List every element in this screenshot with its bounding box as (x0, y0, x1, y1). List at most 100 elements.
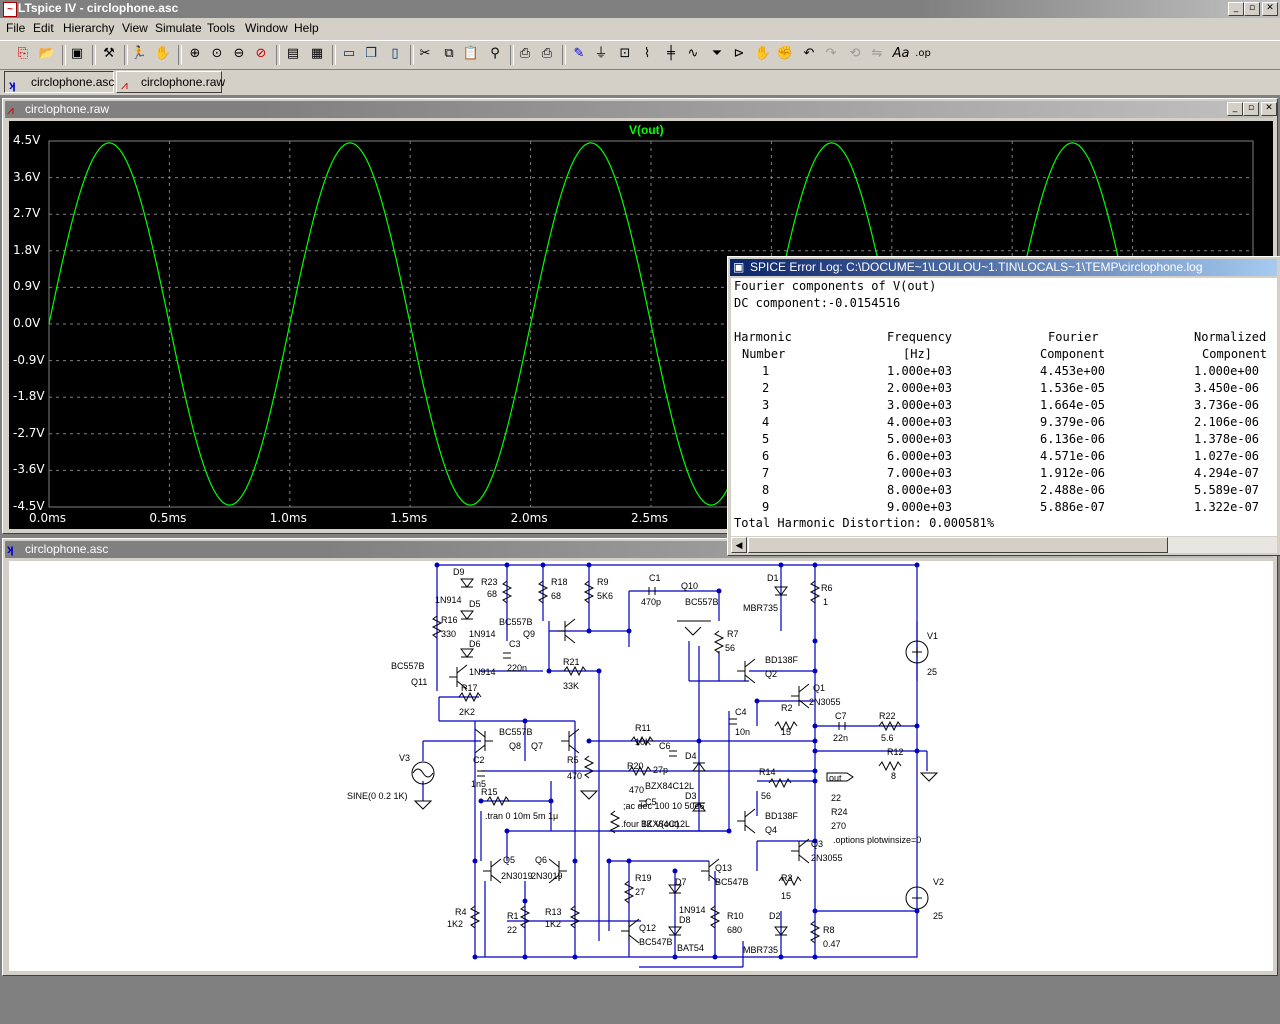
schematic-label[interactable]: Q7 (531, 741, 543, 751)
schematic-label[interactable]: D7 (675, 877, 687, 887)
schematic-label[interactable]: 27 (635, 887, 645, 897)
menu-view[interactable]: View (122, 21, 148, 35)
schematic-label[interactable]: R13 (545, 907, 562, 917)
schematic-label[interactable]: BC557B (499, 617, 533, 627)
schematic-label[interactable]: .options plotwinsize=0 (833, 835, 921, 845)
undo-icon[interactable]: ↶ (803, 46, 815, 61)
schematic-label[interactable]: 1N914 (469, 667, 496, 677)
scroll-left-button[interactable]: ◀ (731, 537, 747, 553)
cascade-icon[interactable]: ❐ (365, 46, 377, 61)
menu-file[interactable]: File (6, 21, 26, 35)
schematic-label[interactable]: BZX84C12L (645, 781, 694, 791)
schematic-label[interactable]: 22 (831, 793, 841, 803)
schematic-label[interactable]: 22 (507, 925, 517, 935)
drag-icon[interactable]: ✊ (776, 46, 794, 61)
schematic-label[interactable]: R15 (481, 787, 498, 797)
schematic-label[interactable]: 1 (823, 597, 828, 607)
schematic-label[interactable]: Q2 (765, 669, 777, 679)
schematic-label[interactable]: 22n (833, 733, 848, 743)
schematic-label[interactable]: out (829, 773, 842, 783)
schematic-label[interactable]: 27p (653, 765, 668, 775)
schematic-label[interactable]: 68 (551, 591, 561, 601)
schematic-label[interactable]: Q8 (509, 741, 521, 751)
copy-icon[interactable]: ⧉ (444, 46, 454, 61)
schematic-label[interactable]: .tran 0 10m 5m 1μ (485, 811, 558, 821)
schematic-label[interactable]: MBR735 (743, 603, 778, 613)
schematic-label[interactable]: 470 (629, 785, 644, 795)
schematic-label[interactable]: 1K2 (447, 919, 463, 929)
trace-label[interactable]: V(out) (629, 123, 664, 137)
run-icon[interactable]: 🏃 (130, 46, 148, 61)
schematic-label[interactable]: Q11 (411, 677, 427, 687)
close-button[interactable]: ✕ (1262, 2, 1278, 16)
schematic-label[interactable]: R5 (567, 755, 579, 765)
schematic-label[interactable]: C7 (835, 711, 847, 721)
schematic-label[interactable]: D4 (685, 751, 697, 761)
schematic-label[interactable]: BZX84C12L (641, 819, 690, 829)
schematic-label[interactable]: C1 (649, 573, 661, 583)
menu-help[interactable]: Help (294, 21, 319, 35)
spice-directive-icon[interactable]: .op (915, 48, 931, 59)
label-net-icon[interactable]: ⊡ (619, 46, 631, 61)
menu-hierarchy[interactable]: Hierarchy (63, 21, 115, 35)
grid-icon[interactable]: ▦ (310, 46, 324, 61)
schematic-label[interactable]: R16 (441, 615, 458, 625)
schematic-label[interactable]: V1 (927, 631, 938, 641)
draw-wire-icon[interactable]: ✎ (573, 46, 585, 61)
cancel-zoom-icon[interactable]: ⊘ (255, 46, 267, 61)
save-icon[interactable]: ▣ (70, 46, 84, 61)
schematic-label[interactable]: D6 (469, 639, 481, 649)
circuit-diagram[interactable]: D9R23R18R9C1Q10BC557BD1R61N914D568685K64… (9, 561, 1273, 971)
schematic-label[interactable]: BD138F (765, 655, 799, 665)
schematic-label[interactable]: C2 (473, 755, 485, 765)
redo-icon[interactable]: ↷ (825, 46, 837, 61)
menu-window[interactable]: Window (245, 21, 288, 35)
schematic-label[interactable]: 10n (735, 727, 750, 737)
schematic-label[interactable]: C6 (659, 741, 671, 751)
schematic-label[interactable]: R21 (563, 657, 580, 667)
scroll-thumb[interactable] (748, 537, 1168, 553)
schematic-label[interactable]: BD138F (765, 811, 799, 821)
minimize-button[interactable]: _ (1228, 2, 1244, 16)
schematic-label[interactable]: V2 (933, 877, 944, 887)
schematic-label[interactable]: SINE(0 0.2 1K) (347, 791, 408, 801)
schematic-label[interactable]: R18 (551, 577, 568, 587)
schematic-label[interactable]: 1n5 (471, 779, 486, 789)
schematic-label[interactable]: BAT54 (677, 943, 704, 953)
diode-icon[interactable]: ⏷ (711, 46, 723, 61)
schematic-label[interactable]: BC547B (639, 937, 673, 947)
schematic-label[interactable]: 10K (635, 737, 651, 747)
schematic-label[interactable]: Q10 (681, 581, 698, 591)
menu-simulate[interactable]: Simulate (155, 21, 202, 35)
schematic-label[interactable]: R23 (481, 577, 498, 587)
schematic-label[interactable]: R8 (823, 925, 835, 935)
text-icon[interactable]: Aa (892, 46, 910, 61)
ground-icon[interactable]: ⏚ (594, 46, 608, 61)
schematic-label[interactable]: 220n (507, 663, 527, 673)
schematic-label[interactable]: R1 (507, 911, 519, 921)
schematic-label[interactable]: 2N3055 (809, 697, 841, 707)
schematic-label[interactable]: BC557B (685, 597, 719, 607)
schematic-label[interactable]: R20 (627, 761, 644, 771)
schematic-label[interactable]: 470 (567, 771, 582, 781)
waveform-close-button[interactable]: ✕ (1261, 102, 1277, 116)
schematic-label[interactable]: C5 (645, 797, 657, 807)
schematic-label[interactable]: BC547B (715, 877, 749, 887)
tile-vertical-icon[interactable]: ▯ (391, 46, 399, 61)
waveform-maximize-button[interactable]: ▫ (1243, 102, 1259, 116)
schematic-label[interactable]: V3 (399, 753, 410, 763)
schematic-label[interactable]: Q13 (715, 863, 732, 873)
schematic-label[interactable]: 2N3055 (811, 853, 843, 863)
tab-circlophone-asc[interactable]: ʞ circlophone.asc (4, 71, 114, 93)
schematic-label[interactable]: 1K2 (545, 919, 561, 929)
tile-horizontal-icon[interactable]: ▭ (342, 46, 356, 61)
schematic-label[interactable]: Q12 (639, 923, 656, 933)
schematic-label[interactable]: 25 (933, 911, 943, 921)
schematic-label[interactable]: R2 (781, 703, 793, 713)
schematic-label[interactable]: D3 (685, 791, 697, 801)
schematic-label[interactable]: R6 (821, 583, 833, 593)
schematic-label[interactable]: 56 (761, 791, 771, 801)
paste-icon[interactable]: 📋 (462, 46, 480, 61)
schematic-label[interactable]: 8 (891, 771, 896, 781)
maximize-button[interactable]: ▫ (1244, 2, 1260, 16)
